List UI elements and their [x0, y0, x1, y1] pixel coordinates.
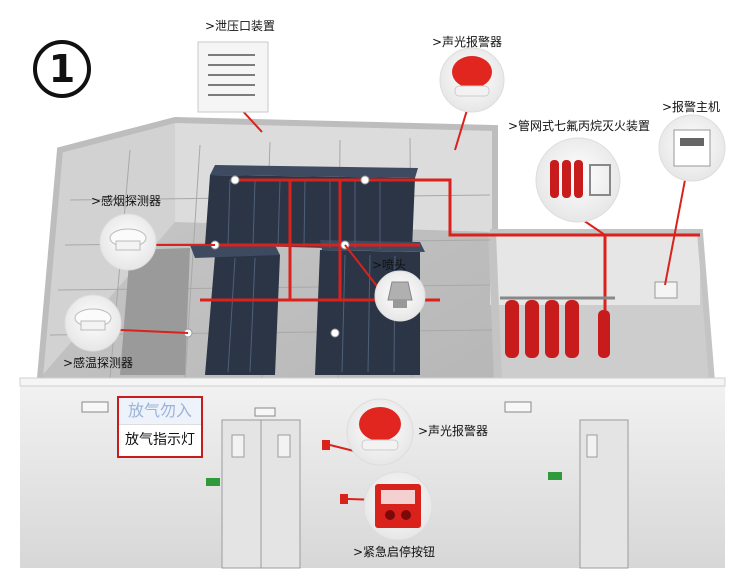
nozzle-bubble — [374, 270, 426, 322]
exit-sign-right — [548, 472, 562, 480]
exit-sign-left — [206, 478, 220, 486]
pipe-system-bubble — [535, 137, 621, 223]
storage-room-back-wall — [490, 232, 700, 305]
gas-cylinders — [500, 296, 615, 358]
gas-release-indicator-sign: 放气勿入 放气指示灯 — [117, 396, 203, 458]
server-racks — [120, 165, 425, 375]
label-smoke-detector: >感烟探测器 — [91, 194, 162, 208]
front-wall-top — [19, 377, 726, 387]
step-number-badge: 1 — [33, 40, 91, 98]
storage-room-wall-edge — [490, 229, 715, 383]
alarm-host-bubble — [658, 114, 726, 182]
label-emergency-button: >紧急启停按钮 — [353, 545, 436, 559]
alarm-top-bubble — [439, 47, 505, 113]
single-door — [579, 419, 629, 569]
emergency-button-bubble — [363, 471, 433, 541]
sign-caption-text: 放气指示灯 — [125, 432, 195, 448]
double-door — [221, 419, 301, 569]
label-alarm-bottom: >声光报警器 — [418, 424, 489, 438]
alarm-bottom-bubble — [346, 398, 414, 466]
heat-detector-bubble — [64, 294, 122, 352]
sign-warning-text: 放气勿入 — [119, 398, 201, 425]
rack-slots — [227, 179, 396, 373]
wall-top-edge — [37, 116, 498, 379]
label-pipe-system: >管网式七氟丙烷灭火装置 — [508, 119, 651, 133]
label-nozzle: >喷头 — [372, 258, 407, 272]
label-alarm-top: >声光报警器 — [432, 35, 503, 49]
label-vent: >泄压口装置 — [205, 19, 276, 33]
label-alarm-host: >报警主机 — [662, 100, 721, 114]
smoke-detector-bubble — [99, 213, 157, 271]
label-heat-detector: >感温探测器 — [63, 356, 134, 370]
alarm-wall-unit — [322, 440, 330, 450]
button-wall-unit — [340, 494, 348, 504]
vent-bubble — [197, 41, 269, 113]
wall-lamps — [81, 401, 532, 417]
partition-wall — [488, 231, 502, 383]
